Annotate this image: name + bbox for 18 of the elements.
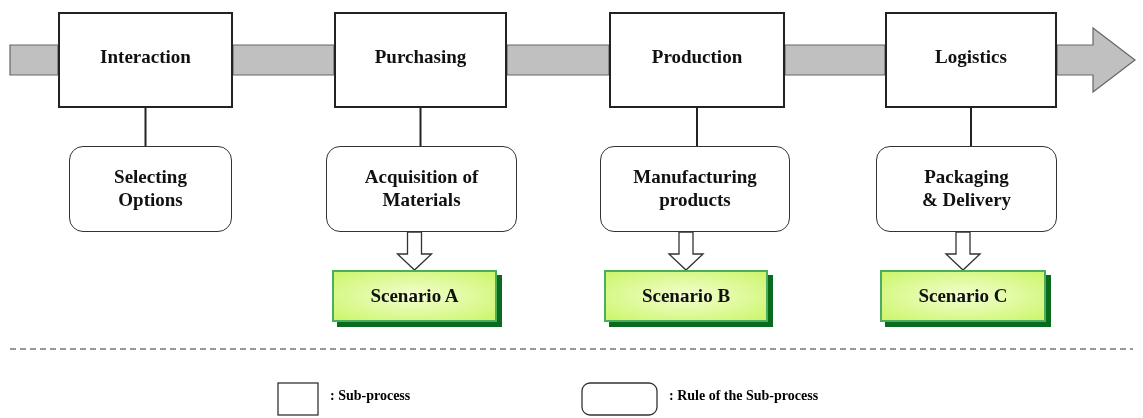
sub-process-box: Production <box>609 12 785 108</box>
connector-line <box>970 107 972 147</box>
process-band-arrow <box>9 44 59 76</box>
process-band-arrow <box>506 44 610 76</box>
legend-label: : Sub-process <box>330 388 411 404</box>
sub-process-box: Interaction <box>58 12 233 108</box>
process-band-arrow <box>232 44 335 76</box>
connector-line <box>144 107 147 147</box>
connector-line <box>696 107 698 147</box>
connector-line <box>419 107 422 147</box>
block-arrow <box>944 231 982 271</box>
block-arrow <box>667 231 705 271</box>
sub-process-box: Logistics <box>885 12 1057 108</box>
block-arrow <box>395 231 434 271</box>
process-band-arrow <box>784 44 886 76</box>
process-band-arrow <box>1056 26 1136 94</box>
legend-label: : Rule of the Sub-process <box>669 388 819 404</box>
sub-process-box: Purchasing <box>334 12 507 108</box>
